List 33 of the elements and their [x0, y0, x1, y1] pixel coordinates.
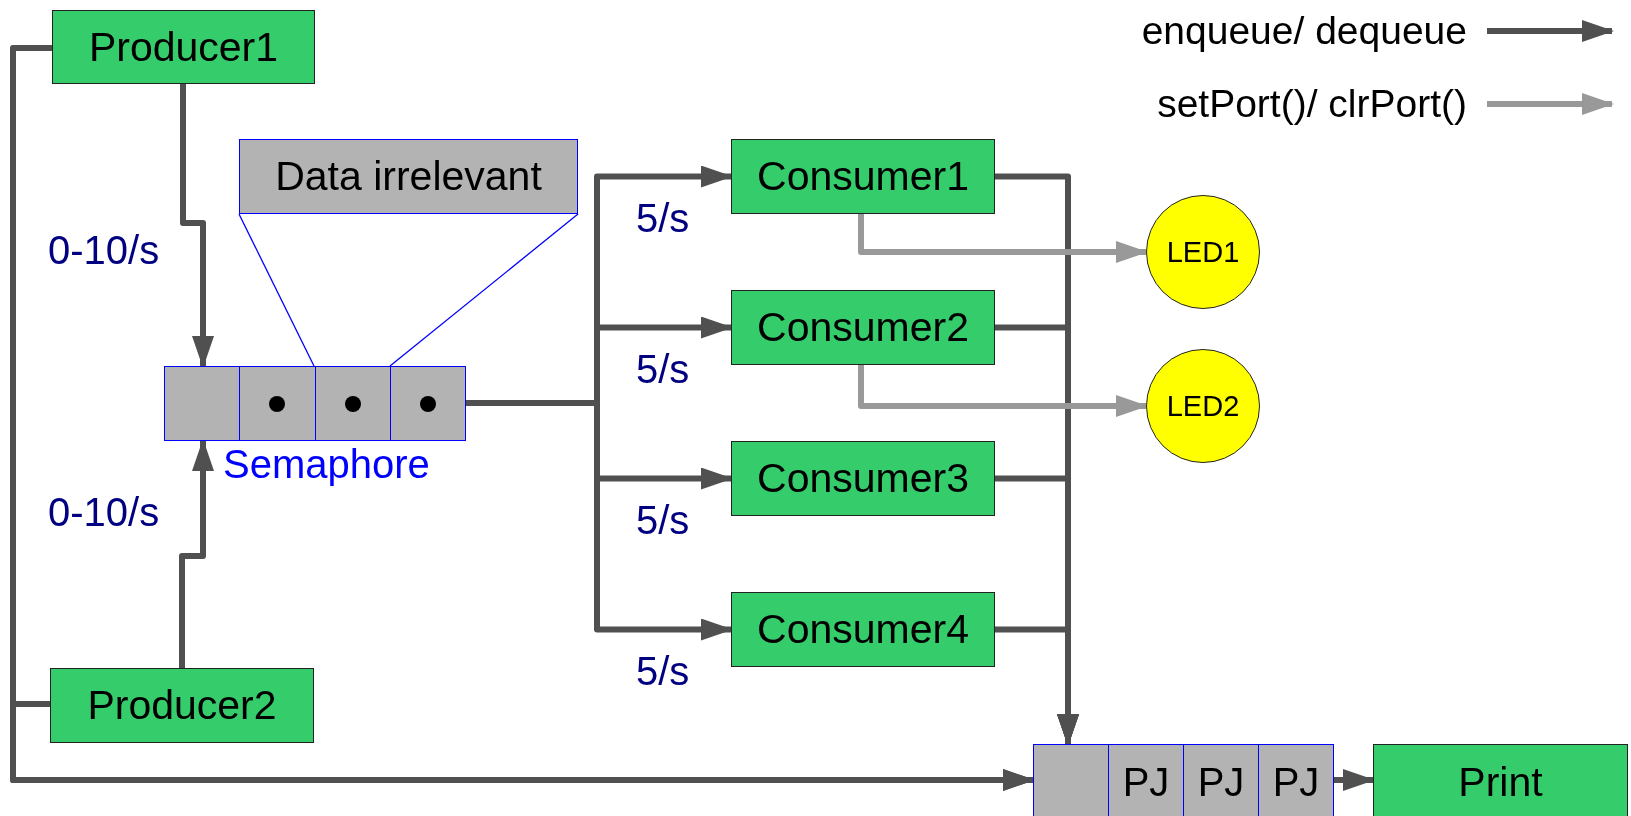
process-box [731, 441, 995, 516]
process-box [50, 668, 314, 743]
process-box [52, 10, 315, 84]
leader-line [238, 213, 315, 367]
legend-label: enqueue/ dequeue [1141, 9, 1467, 53]
legend-label: setPort()/ clrPort() [1157, 82, 1467, 126]
arrow [858, 214, 1148, 263]
queue-item-label: PJ [1197, 759, 1245, 805]
node-label: Producer1 [88, 23, 279, 71]
process-box [731, 139, 995, 214]
node-label: Print [1458, 758, 1543, 806]
arrow [995, 626, 1079, 746]
queue-item-label: PJ [1272, 759, 1320, 805]
node-label: Consumer4 [757, 606, 969, 653]
node-label: Consumer1 [757, 153, 969, 200]
node-label: Producer2 [87, 682, 277, 729]
arrow [466, 400, 733, 641]
leader-line [389, 213, 579, 367]
arrow [180, 84, 214, 368]
arrow [179, 439, 214, 668]
node-label: Consumer2 [757, 304, 969, 351]
node-label: Consumer3 [757, 455, 969, 502]
queue-item-label: PJ [1122, 759, 1170, 805]
process-box [1373, 744, 1628, 816]
callout-box [239, 139, 578, 214]
node-label: LED1 [1166, 235, 1240, 269]
queue-buffer [1033, 744, 1334, 816]
arrow [858, 365, 1148, 417]
process-box [731, 290, 995, 365]
queue-caption: Semaphore [223, 442, 430, 487]
process-box [731, 592, 995, 667]
node-label: Data irrelevant [275, 153, 542, 200]
node-label: LED2 [1166, 389, 1240, 423]
